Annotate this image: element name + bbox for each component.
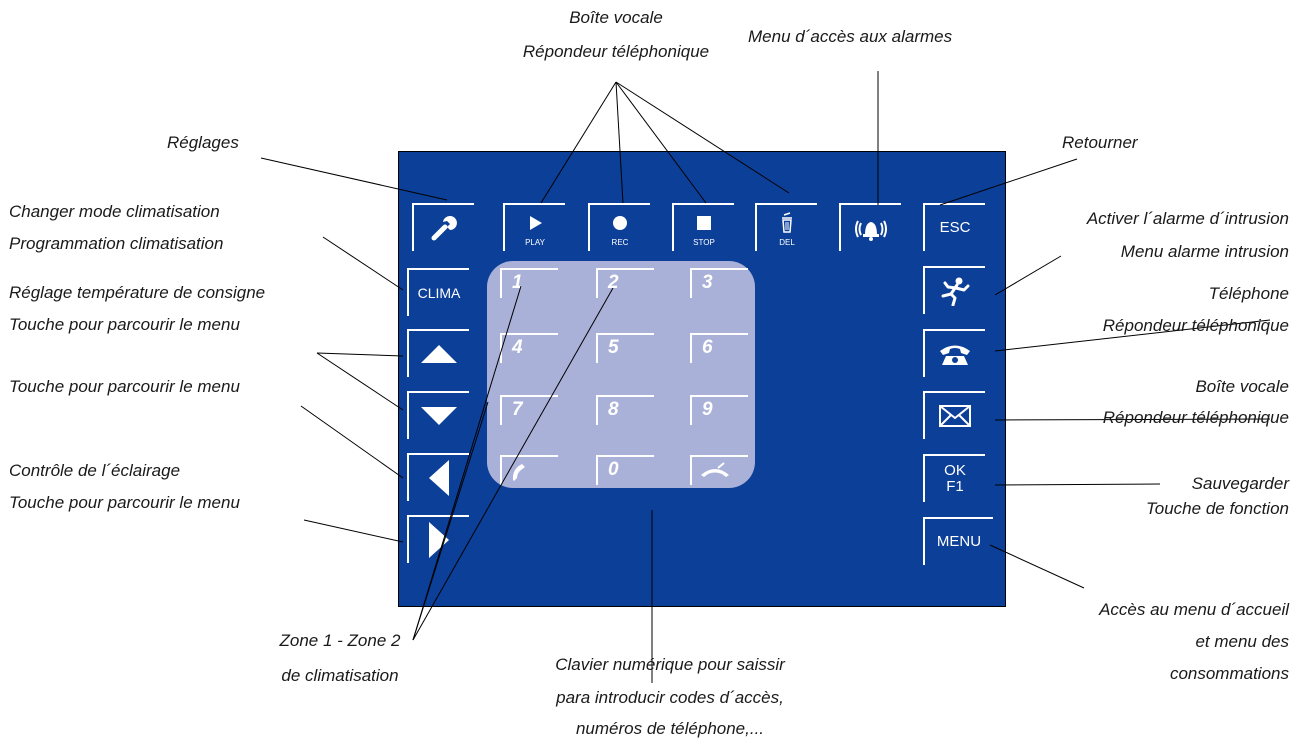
trash-icon	[782, 212, 792, 233]
label-voicemail-top-1: Boîte vocale	[569, 8, 663, 27]
play-caption: PLAY	[525, 238, 545, 247]
hang-up-key[interactable]	[690, 455, 748, 485]
label-phone-1: Téléphone	[1208, 284, 1289, 303]
label-save-1: Sauvegarder	[1191, 474, 1289, 493]
hang-up-icon	[701, 462, 729, 477]
wrench-icon	[431, 216, 457, 241]
down-arrow-button[interactable]	[407, 391, 469, 439]
play-button[interactable]: PLAY	[503, 203, 565, 251]
telephone-icon	[940, 345, 970, 365]
record-icon	[613, 216, 627, 230]
key-8-label: 8	[608, 399, 619, 420]
f1-label: F1	[946, 478, 964, 495]
label-light-1: Contrôle de l´éclairage	[9, 461, 181, 480]
rec-caption: REC	[611, 238, 629, 247]
voicemail-button[interactable]	[923, 391, 985, 439]
key-7[interactable]: 7	[500, 395, 558, 425]
right-arrow-button[interactable]	[407, 515, 469, 563]
key-5-label: 5	[608, 337, 619, 358]
label-zone-1: Zone 1 - Zone 2	[279, 631, 401, 650]
menu-button[interactable]: MENU	[923, 517, 993, 565]
label-intrusion-1: Activer l´alarme d´intrusion	[1086, 209, 1289, 228]
label-temp-2: Touche pour parcourir le menu	[9, 315, 240, 334]
ok-label: OK	[944, 462, 966, 479]
key-8[interactable]: 8	[596, 395, 654, 425]
left-arrow-button[interactable]	[407, 453, 469, 501]
label-keypad-1: Clavier numérique pour saissir	[555, 655, 785, 674]
key-3[interactable]: 3	[690, 268, 748, 298]
bell-icon	[855, 220, 887, 241]
label-home-3: consommations	[1169, 664, 1289, 683]
label-home-1: Accès au menu d´accueil	[1099, 600, 1289, 619]
label-light-2: Touche pour parcourir le menu	[9, 493, 240, 512]
label-keypad-3: numéros de téléphone,...	[575, 719, 765, 738]
label-keypad-2: para introducir codes d´accès,	[556, 688, 784, 707]
settings-button[interactable]	[412, 203, 474, 251]
label-return: Retourner	[1062, 133, 1138, 152]
key-6-label: 6	[702, 337, 713, 358]
clima-button[interactable]: CLIMA	[407, 268, 469, 316]
label-clima-1: Changer mode climatisation	[9, 202, 220, 221]
key-4[interactable]: 4	[500, 333, 558, 363]
key-5[interactable]: 5	[596, 333, 654, 363]
call-key[interactable]	[500, 455, 558, 485]
arrow-down-icon	[421, 407, 457, 425]
label-zone-2: de climatisation	[281, 666, 399, 685]
key-2-label: 2	[608, 272, 619, 293]
label-phone-2: Répondeur téléphonique	[1102, 316, 1289, 335]
key-0-label: 0	[608, 459, 619, 480]
ok-f1-button[interactable]: OK F1	[923, 454, 985, 502]
play-icon	[530, 216, 542, 230]
label-save-2: Touche de fonction	[1145, 499, 1289, 518]
key-2[interactable]: 2	[596, 268, 654, 298]
label-settings: Réglages	[167, 133, 239, 152]
key-1-label: 1	[512, 272, 523, 293]
key-0[interactable]: 0	[596, 455, 654, 485]
stop-icon	[697, 216, 711, 230]
running-man-icon	[941, 277, 970, 306]
arrow-up-icon	[421, 345, 457, 363]
up-arrow-button[interactable]	[407, 329, 469, 377]
key-7-label: 7	[512, 399, 523, 420]
stop-button[interactable]: STOP	[672, 203, 734, 251]
key-9[interactable]: 9	[690, 395, 748, 425]
label-voicemail-right-2: Répondeur téléphonique	[1102, 408, 1289, 427]
label-intrusion-2: Menu alarme intrusion	[1120, 242, 1289, 261]
numeric-keypad	[487, 261, 755, 488]
label-home-2: et menu des	[1195, 632, 1289, 651]
arrow-right-icon	[429, 522, 449, 558]
key-3-label: 3	[702, 272, 713, 293]
label-voicemail-right-1: Boîte vocale	[1195, 377, 1289, 396]
delete-button[interactable]: DEL	[755, 203, 817, 251]
arrow-left-icon	[429, 460, 449, 496]
key-1[interactable]: 1	[500, 268, 558, 298]
envelope-icon	[939, 405, 971, 427]
intrusion-alarm-button[interactable]	[923, 266, 985, 314]
key-9-label: 9	[702, 399, 713, 420]
esc-button[interactable]: ESC	[923, 203, 985, 251]
telephone-button[interactable]	[923, 329, 985, 377]
label-temp-1: Réglage température de consigne	[9, 283, 266, 302]
key-6[interactable]: 6	[690, 333, 748, 363]
label-voicemail-top-2: Répondeur téléphonique	[522, 42, 710, 61]
label-clima-2: Programmation climatisation	[9, 234, 224, 253]
label-menu-nav: Touche pour parcourir le menu	[9, 377, 240, 396]
call-icon	[512, 464, 525, 481]
del-caption: DEL	[779, 238, 795, 247]
stop-caption: STOP	[693, 238, 715, 247]
record-button[interactable]: REC	[588, 203, 650, 251]
key-4-label: 4	[512, 337, 523, 358]
label-alarm-menu: Menu d´accès aux alarmes	[748, 27, 953, 46]
alarm-button[interactable]	[839, 203, 901, 251]
